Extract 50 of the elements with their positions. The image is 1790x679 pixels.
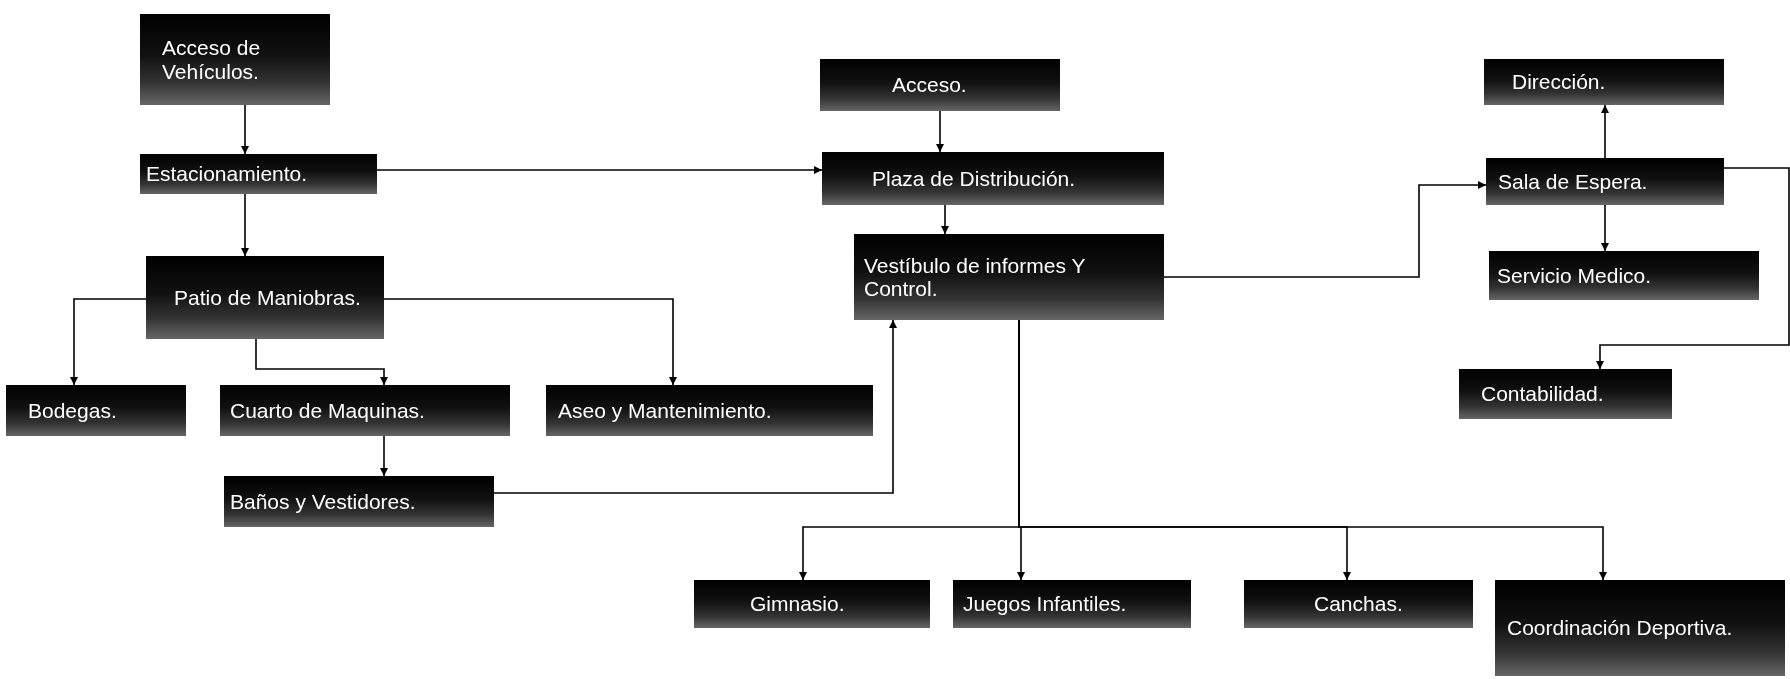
room-box	[820, 59, 1060, 111]
room-box	[854, 234, 1164, 320]
arrow	[1601, 204, 1609, 252]
arrow	[1596, 167, 1790, 370]
room-box	[546, 385, 873, 436]
room-label: Servicio Medico.	[1497, 263, 1652, 288]
room-label: Vestíbulo de informes Y Control.	[864, 253, 1087, 301]
room-label: Sala de Espera.	[1498, 169, 1648, 194]
room-box	[146, 256, 384, 339]
room-label: Aseo y Mantenimiento.	[558, 398, 772, 423]
room-label: Gimnasio.	[750, 592, 845, 616]
room-label: Dirección.	[1512, 70, 1606, 94]
arrow	[1163, 181, 1487, 278]
arrow	[936, 110, 944, 153]
room-label: Juegos Infantiles.	[963, 592, 1127, 616]
room-box	[1459, 369, 1672, 419]
room-label: Cuarto de Maquinas.	[230, 398, 425, 423]
room-box	[953, 580, 1191, 628]
room-box	[822, 152, 1164, 205]
room-box	[140, 14, 330, 105]
arrow	[241, 193, 249, 257]
room-label: Acceso.	[892, 73, 967, 97]
arrow	[1601, 104, 1609, 159]
room-box	[1484, 59, 1724, 105]
arrow	[70, 298, 147, 386]
room-label: Estacionamiento.	[146, 162, 308, 186]
arrow	[493, 319, 897, 494]
arrow	[376, 166, 823, 174]
room-label: Patio de Maniobras.	[174, 285, 361, 310]
room-box	[1486, 158, 1724, 205]
room-box	[224, 476, 494, 527]
room-box	[140, 154, 377, 194]
arrow	[241, 104, 249, 155]
room-label: Contabilidad.	[1481, 382, 1604, 406]
arrow	[380, 435, 388, 477]
room-box	[694, 580, 930, 628]
room-label: Coordinación Deportiva.	[1507, 616, 1733, 640]
room-label: Canchas.	[1314, 592, 1403, 616]
arrow	[383, 298, 677, 386]
room-label: Acceso de Vehículos.	[162, 36, 262, 83]
room-label: Plaza de Distribución.	[872, 166, 1076, 191]
room-box	[1244, 580, 1473, 628]
room-box	[1489, 251, 1759, 300]
room-label: Baños y Vestidores.	[230, 489, 416, 514]
room-box	[220, 385, 510, 436]
room-box	[1495, 580, 1785, 676]
room-label: Bodegas.	[28, 398, 117, 423]
room-box	[6, 385, 186, 436]
arrow	[255, 338, 388, 386]
arrow	[941, 204, 949, 235]
